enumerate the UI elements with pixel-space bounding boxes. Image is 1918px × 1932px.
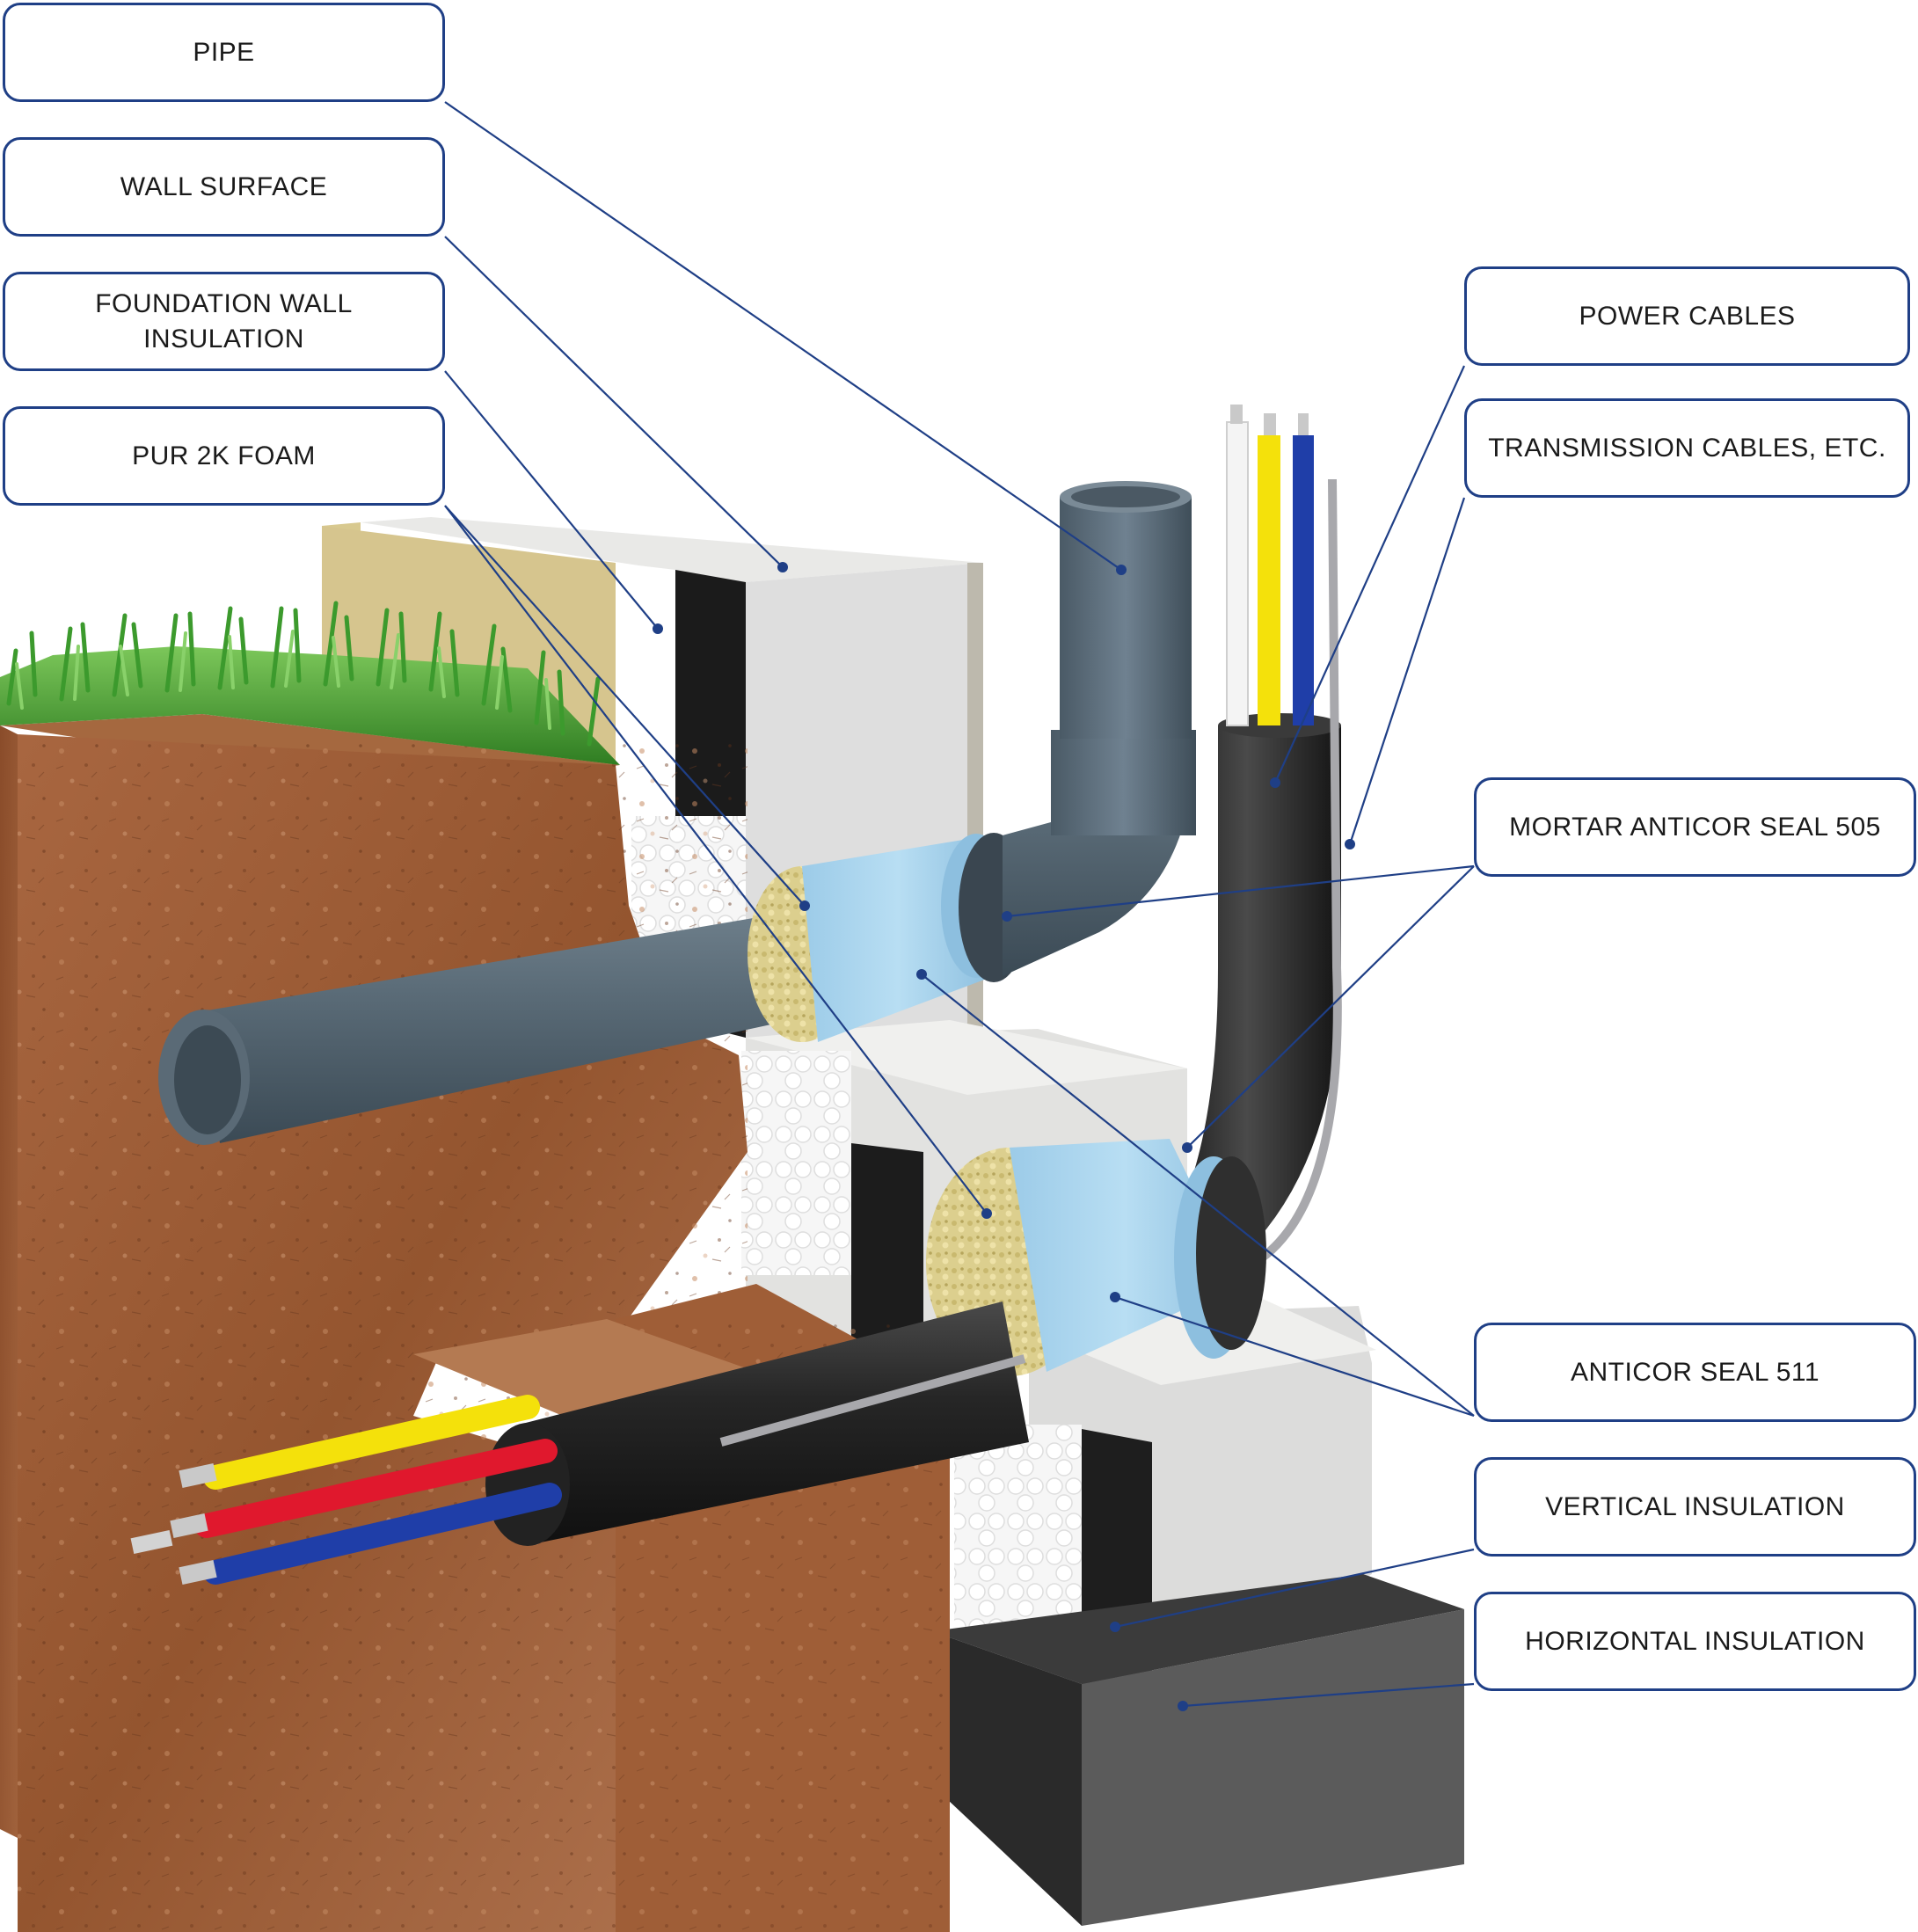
label-transmission-cables-text: TRANSMISSION CABLES, ETC. (1488, 433, 1886, 463)
concrete-top (361, 517, 983, 582)
label-anticor-seal-511: ANTICOR SEAL 511 (1474, 1323, 1916, 1422)
soil-front-left (0, 725, 18, 1838)
mortar-ring-lower (1196, 1156, 1266, 1350)
label-wall-surface: WALL SURFACE (3, 137, 445, 237)
concrete-step-middle-top (746, 1020, 1187, 1095)
label-vertical-insulation: VERTICAL INSULATION (1474, 1457, 1916, 1557)
cable-red-2 (194, 1439, 558, 1538)
label-pipe-text: PIPE (193, 37, 255, 67)
pipe-vertical (1060, 497, 1192, 739)
lower-cable-assembly (130, 405, 1342, 1585)
leader-anticor-b (1114, 1295, 1475, 1418)
leader-dots (653, 562, 1355, 1711)
label-pipe: PIPE (3, 3, 445, 102)
cable-white-1 (1226, 421, 1249, 726)
leader-vertical (1114, 1548, 1475, 1629)
horizontal-insulation-side (1082, 1609, 1464, 1926)
eps-middle (741, 1051, 851, 1275)
grass-tuft (0, 601, 620, 765)
pipe-horizontal (202, 915, 791, 1143)
leader-foundation (444, 370, 659, 630)
label-pur-foam-text: PUR 2K FOAM (132, 441, 316, 470)
label-anticor-seal-511-text: ANTICOR SEAL 511 (1570, 1357, 1820, 1387)
label-transmission-cables: TRANSMISSION CABLES, ETC. (1464, 398, 1910, 498)
label-power-cables: POWER CABLES (1464, 266, 1910, 366)
label-pur-foam: PUR 2K FOAM (3, 406, 445, 506)
label-horizontal-insulation-text: HORIZONTAL INSULATION (1525, 1626, 1865, 1656)
label-mortar-anticor-seal-text: MORTAR ANTICOR SEAL 505 (1509, 812, 1881, 842)
leader-mortar-a (1006, 864, 1475, 918)
pipe-socket (1051, 730, 1196, 835)
leader-pur-a (444, 505, 806, 907)
label-wall-surface-text: WALL SURFACE (120, 171, 328, 201)
label-horizontal-insulation: HORIZONTAL INSULATION (1474, 1592, 1916, 1691)
label-vertical-insulation-text: VERTICAL INSULATION (1545, 1491, 1845, 1521)
horizontal-insulation-front (932, 1631, 1082, 1926)
conduit-vertical (1170, 725, 1341, 1266)
label-power-cables-text: POWER CABLES (1579, 301, 1796, 331)
concrete-wall-side (967, 563, 983, 1064)
cable-blue-1 (1293, 435, 1314, 725)
upper-pipe-assembly (158, 481, 1196, 1145)
leader-wall-surface (444, 236, 784, 568)
leader-mortar-b (1186, 865, 1475, 1148)
cable-yellow-1 (1258, 435, 1280, 725)
leader-power (1273, 365, 1466, 784)
leader-lines (444, 101, 1475, 1708)
conduit-horizontal (519, 1301, 1029, 1543)
cable-yellow-2 (203, 1395, 540, 1490)
soil-step-top (413, 1319, 756, 1416)
leader-horizontal (1182, 1682, 1475, 1708)
leader-transmission (1348, 497, 1466, 845)
cable-blue-2 (203, 1483, 562, 1585)
horizontal-insulation-top (932, 1574, 1464, 1684)
transmission-cable-horizontal (719, 1354, 1026, 1447)
transmission-cable-vertical (1246, 478, 1342, 1271)
label-mortar-anticor-seal: MORTAR ANTICOR SEAL 505 (1474, 777, 1916, 877)
leader-anticor-a (921, 973, 1475, 1417)
leader-pur-b (444, 505, 988, 1214)
label-foundation-wall-insulation: FOUNDATION WALL INSULATION (3, 272, 445, 371)
leader-pipe (444, 101, 1122, 571)
label-foundation-wall-insulation-text: FOUNDATION WALL INSULATION (95, 288, 353, 354)
